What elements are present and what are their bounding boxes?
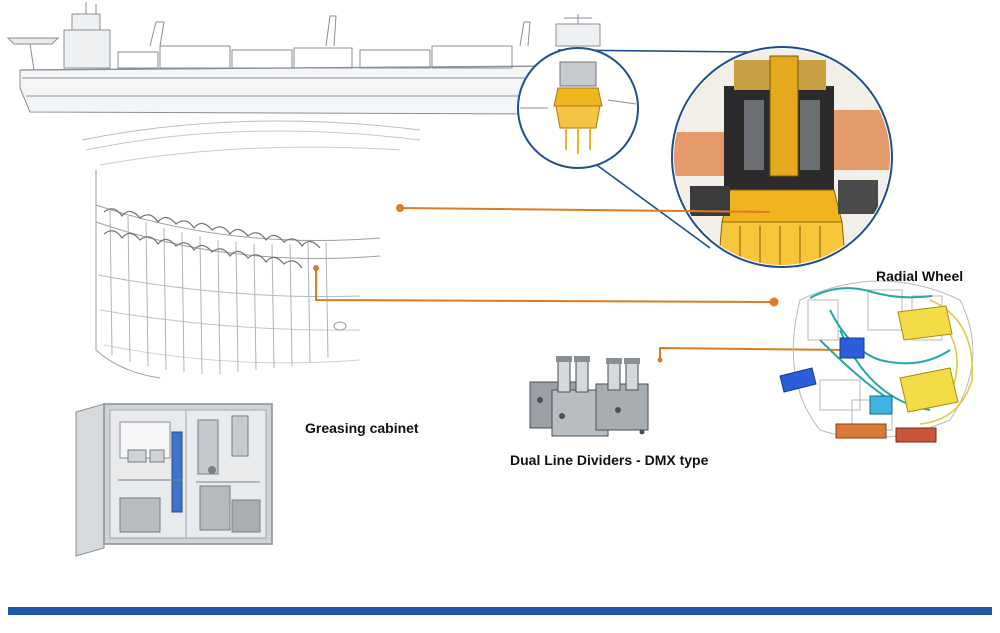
turret-bearing-icon xyxy=(81,120,421,379)
greasing-cabinet-label: Greasing cabinet xyxy=(305,420,419,436)
ship-icon xyxy=(6,2,601,115)
connector-dots xyxy=(313,204,779,363)
radial-wheel-icon xyxy=(779,280,974,443)
dual-line-dividers-label: Dual Line Dividers - DMX type xyxy=(510,452,709,468)
connector-lines xyxy=(315,207,847,360)
bottom-accent-bar xyxy=(8,607,992,615)
dmx-divider-icon xyxy=(529,356,649,437)
turret-zoom-icon xyxy=(517,46,893,268)
radial-wheel-label: Radial Wheel xyxy=(876,268,964,284)
greasing-cabinet-icon xyxy=(75,403,273,557)
